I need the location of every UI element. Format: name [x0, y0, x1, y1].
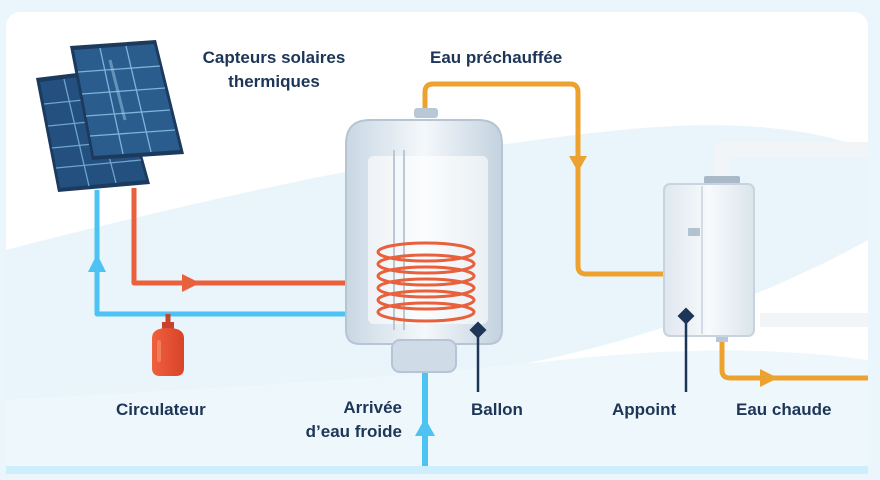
background-wave-lower — [6, 350, 868, 474]
cold-loop-arrow — [88, 254, 106, 272]
label-solar-collectors: Capteurs solaires thermiques — [186, 46, 362, 94]
preheated-arrow — [569, 156, 587, 172]
label-solar-collectors-line2: thermiques — [228, 72, 320, 91]
cold-inlet-arrow — [415, 418, 435, 436]
cold-loop-pipe — [94, 190, 358, 317]
tank-pointer-dot — [469, 321, 487, 339]
preheated-pipe — [422, 81, 668, 277]
label-cold-water-inlet-line1: Arrivée — [343, 398, 402, 417]
heating-coil — [376, 241, 476, 323]
boiler-top-pipe — [714, 142, 868, 180]
label-hot-water: Eau chaude — [736, 400, 832, 419]
label-cold-water-inlet-line2: d’eau froide — [305, 422, 402, 441]
backup-pointer-dot — [677, 307, 695, 325]
label-backup-heater: Appoint — [612, 400, 677, 419]
solar-panel-front — [70, 40, 184, 160]
hot-water-fitting — [716, 334, 728, 342]
label-tank: Ballon — [471, 400, 523, 419]
circulator-pump — [152, 322, 184, 376]
label-preheated-water: Eau préchauffée — [430, 48, 563, 67]
hot-loop-arrow — [182, 274, 200, 292]
hot-loop-pipe — [131, 188, 358, 286]
label-cold-water-inlet: Arrivée d’eau froide — [270, 396, 402, 444]
hot-water-arrow — [760, 369, 778, 387]
label-circulator: Circulateur — [116, 400, 206, 419]
hot-water-pipe — [719, 340, 868, 381]
backup-heater — [663, 176, 755, 337]
label-solar-collectors-line1: Capteurs solaires — [202, 48, 346, 67]
bottom-strip — [6, 466, 868, 474]
